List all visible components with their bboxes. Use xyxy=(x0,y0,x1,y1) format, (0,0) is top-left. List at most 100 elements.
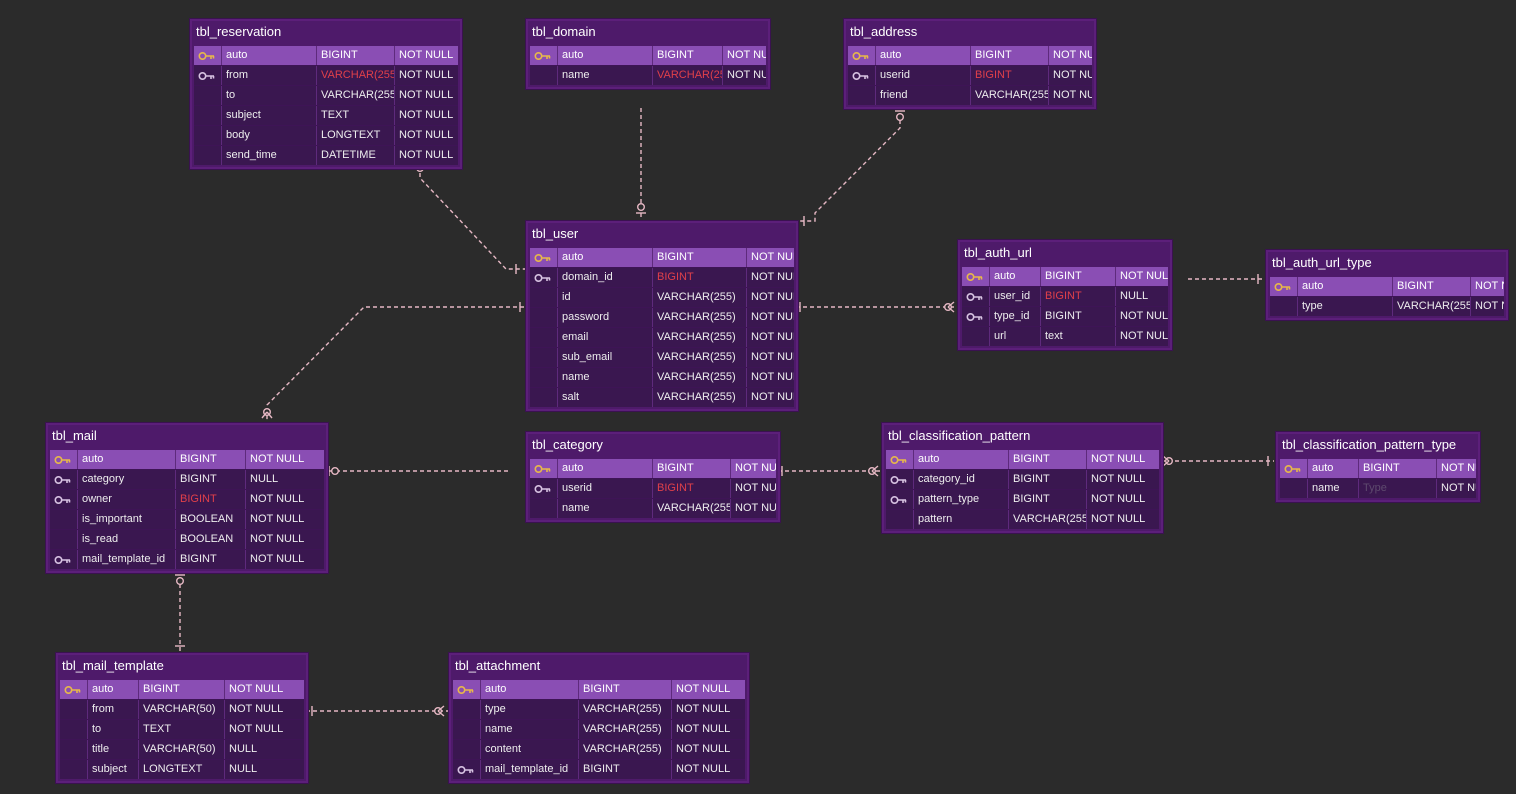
table-title: tbl_auth_url_type xyxy=(1272,255,1372,270)
column-type: BIGINT xyxy=(1041,287,1116,306)
foreign-key-icon xyxy=(54,475,71,484)
foreign-key-icon xyxy=(534,484,551,493)
relation-tbl-mail-template-to-tbl-attachment[interactable] xyxy=(306,705,448,717)
column-name: auto xyxy=(481,680,579,699)
column-constraint: NOT NULL xyxy=(747,388,794,407)
relation-tbl-classification-pattern-to-tbl-classification-pattern-type[interactable] xyxy=(1161,455,1274,467)
foreign-key-icon xyxy=(198,71,215,80)
column-type: VARCHAR(255) xyxy=(653,348,747,367)
column-name: content xyxy=(481,740,579,759)
relation-tbl-category-to-tbl-classification-pattern[interactable] xyxy=(778,465,880,477)
relation-tbl-user-to-tbl-auth-url[interactable] xyxy=(796,301,956,313)
column-name: mail_template_id xyxy=(78,550,176,569)
key-cell xyxy=(848,46,876,65)
relation-tbl-auth-url-to-tbl-auth-url-type[interactable] xyxy=(1188,274,1264,284)
relation-tbl-address-to-tbl-user[interactable] xyxy=(796,106,905,226)
relation-tbl-reservation-to-tbl-user[interactable] xyxy=(414,161,526,274)
column-constraint: NOT NULL xyxy=(731,499,776,518)
column-constraint: NOT NULL xyxy=(225,680,304,699)
relation-tbl-mail-to-tbl-mail-template[interactable] xyxy=(175,570,185,652)
column-constraint: NOT NULL xyxy=(246,550,324,569)
column-name: owner xyxy=(78,490,176,509)
relation-tbl-domain-to-tbl-user[interactable] xyxy=(636,108,646,218)
key-cell xyxy=(530,66,558,85)
column-name: name xyxy=(558,368,653,387)
relation-tbl-user-to-tbl-mail[interactable] xyxy=(261,302,524,422)
relation-tbl-category-to-tbl-mail[interactable] xyxy=(326,466,508,476)
key-cell xyxy=(530,328,558,347)
column-type: BIGINT xyxy=(579,680,672,699)
table-title: tbl_reservation xyxy=(196,24,282,39)
primary-key-icon xyxy=(1284,464,1301,473)
key-cell xyxy=(50,530,78,549)
column-name: auto xyxy=(1298,277,1393,296)
column-constraint: NOT NULL xyxy=(395,66,458,85)
column-constraint: NOT NULL xyxy=(225,700,304,719)
column-name: url xyxy=(990,327,1041,346)
column-constraint: NOT NULL xyxy=(246,450,324,469)
